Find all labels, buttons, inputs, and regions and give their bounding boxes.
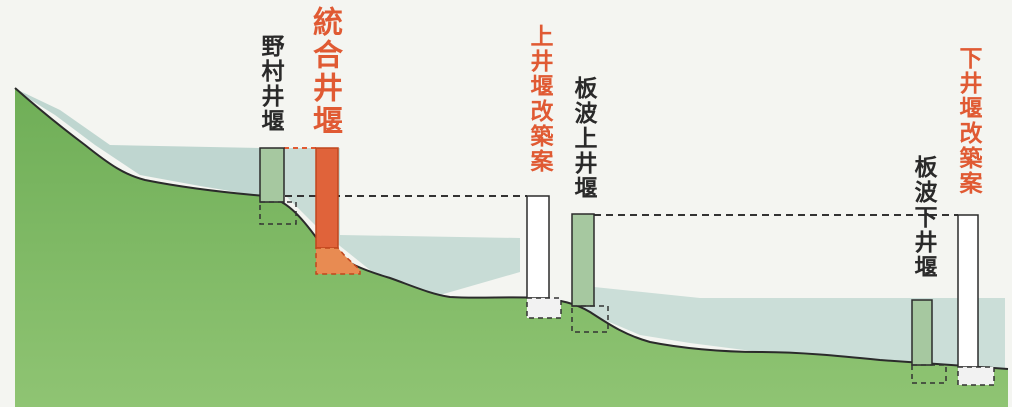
water-area-middle	[285, 148, 520, 295]
itanami-kami-weir	[571, 213, 595, 307]
ground-line	[14, 87, 1009, 370]
label-itanami-kami: 板波上井堰	[570, 76, 596, 201]
integrated-weir-foundation	[315, 247, 361, 275]
label-kami-plan: 上井堰改築案	[526, 24, 552, 174]
integrated-weir	[315, 147, 339, 249]
label-itanami-shimo: 板波下井堰	[910, 155, 936, 280]
shimo-plan-weir	[957, 214, 979, 368]
label-shimo-plan: 下井堰改築案	[955, 46, 981, 196]
shimo-plan-foundation	[957, 366, 995, 386]
nomura-weir-foundation	[259, 201, 297, 225]
itanami-kami-foundation	[571, 305, 609, 333]
label-nomura-weir: 野村井堰	[257, 34, 283, 134]
kami-plan-weir	[526, 195, 550, 299]
nomura-weir	[259, 147, 285, 203]
kami-plan-foundation	[526, 297, 562, 319]
itanami-shimo-weir	[911, 299, 933, 366]
label-integrated-weir: 統合井堰	[307, 6, 342, 138]
itanami-shimo-foundation	[911, 364, 947, 384]
water-area-lower	[575, 285, 1005, 368]
water-area	[18, 90, 285, 196]
ground-area	[15, 88, 1008, 407]
